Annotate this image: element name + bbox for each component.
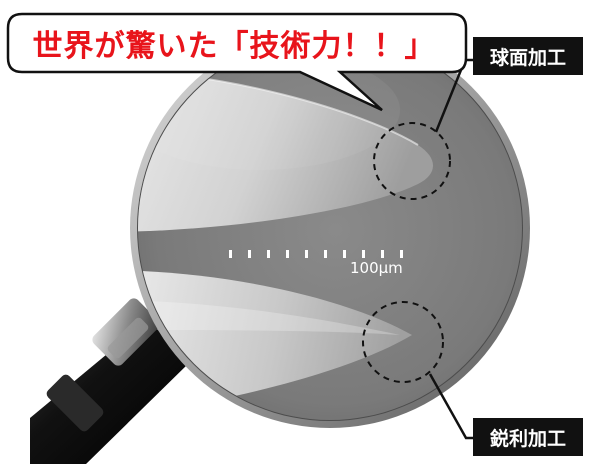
scale-bar-label: 100μm <box>350 259 403 277</box>
sharp-callout-circle <box>362 301 444 383</box>
spherical-callout-circle <box>373 122 451 200</box>
headline-banner: 世界が驚いた「技術力！！」 <box>32 29 436 64</box>
magnifier-handle <box>30 298 190 464</box>
scale-ticks <box>229 250 403 258</box>
label-sharp-processing: 鋭利加工 <box>473 418 583 456</box>
label-spherical-processing: 球面加工 <box>473 37 583 75</box>
sharp-leader-line <box>428 373 476 440</box>
speech-bubble <box>6 12 468 112</box>
